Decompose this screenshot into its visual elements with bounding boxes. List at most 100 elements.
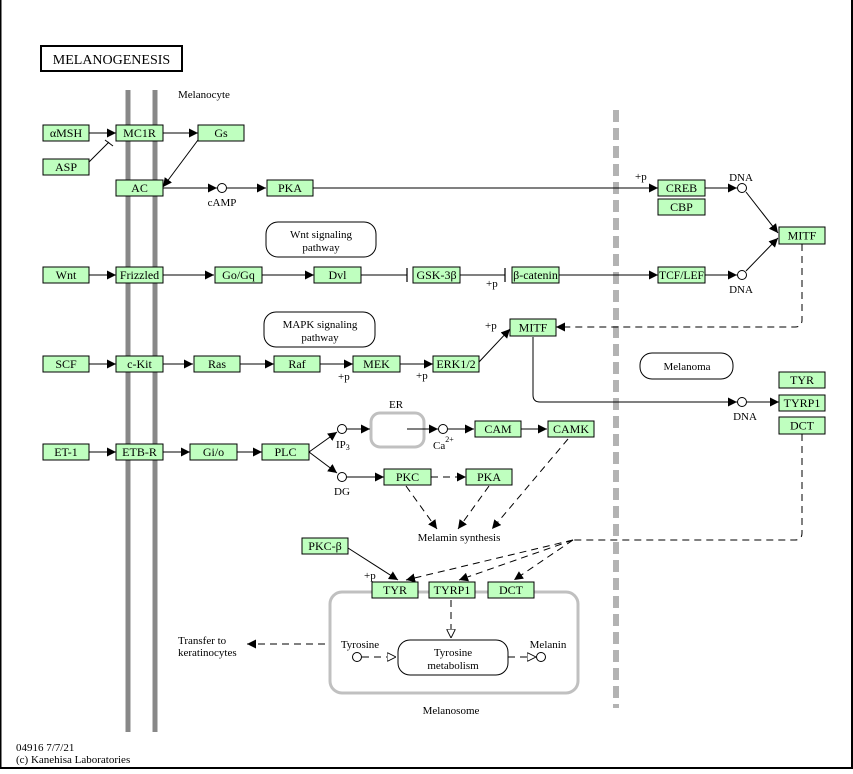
wnt-signaling-pathway-link[interactable]: Wnt signaling pathway	[265, 221, 377, 258]
gene-node-pkcb[interactable]: PKC-β	[301, 537, 349, 555]
gene-node-label: Gs	[214, 126, 228, 140]
gene-node-erk[interactable]: ERK1/2	[432, 355, 480, 373]
gene-node-box	[509, 318, 557, 337]
gene-node-mitf[interactable]: MITF	[509, 318, 557, 337]
gene-node-label: MITF	[519, 321, 548, 335]
edge-gs-ac	[162, 139, 199, 188]
gene-node-dct[interactable]: DCT	[487, 581, 535, 599]
edge-pkc-melanin-synthesis	[405, 485, 438, 530]
gene-node-label: GSK-3β	[416, 268, 456, 282]
gene-node-label: β-catenin	[513, 268, 558, 282]
gene-node-label: TYRP1	[434, 583, 471, 597]
gene-node-camk[interactable]: CAMK	[547, 420, 595, 438]
gene-node-etbr[interactable]: ETB-R	[115, 443, 164, 461]
ca-compound[interactable]	[438, 424, 448, 434]
gene-node-bcatenin[interactable]: β-catenin	[511, 266, 560, 284]
gene-node-label: ETB-R	[122, 445, 157, 459]
gene-node-raf[interactable]: Raf	[273, 355, 321, 373]
tyrosine-metabolism-link[interactable]: Tyrosine metabolism	[397, 639, 509, 676]
gene-node-label: TCF/LEF	[659, 268, 704, 282]
gene-node-frizzled[interactable]: Frizzled	[115, 266, 164, 284]
gene-node-pka1[interactable]: PKA	[266, 179, 314, 197]
gene-node-scf[interactable]: SCF	[42, 355, 90, 373]
edge-pkcb-tyr	[347, 547, 399, 581]
gene-node-plc[interactable]: PLC	[261, 443, 310, 461]
gene-node-tcflef[interactable]: TCF/LEF	[657, 266, 706, 284]
gene-node-tyr[interactable]: TYR	[371, 581, 419, 599]
gene-node-tyr-r[interactable]: TYR	[778, 371, 826, 389]
wnt-pathway-line1: Wnt signaling	[290, 229, 353, 241]
gene-node-mc1r[interactable]: MC1R	[115, 124, 164, 142]
gene-node-ras[interactable]: Ras	[193, 355, 241, 373]
edge-to-tyrp1	[458, 539, 574, 582]
melanoma-pathway-link[interactable]: Melanoma	[639, 352, 734, 380]
gene-node-label: Go/Gq	[222, 268, 255, 282]
gene-node-gsk3b[interactable]: GSK-3β	[412, 266, 461, 284]
ip3-compound[interactable]	[337, 424, 347, 434]
gene-node-creb[interactable]: CREB	[657, 179, 706, 197]
edge-plc-dg	[308, 451, 338, 474]
edge-mitf-nuc-feedback	[556, 244, 803, 332]
plus-p-erk: +p	[416, 370, 428, 382]
gene-node-label: Ras	[208, 357, 226, 371]
gene-node-amsh[interactable]: αMSH	[42, 124, 90, 142]
gene-node-cam[interactable]: CAM	[474, 420, 522, 438]
gene-node-asp[interactable]: ASP	[42, 158, 90, 176]
dna-compound-mitf[interactable]	[737, 397, 747, 407]
gene-node-cbp[interactable]: CBP	[657, 198, 706, 216]
gene-node-label: MEK	[363, 357, 390, 371]
gene-node-gogq[interactable]: Go/Gq	[214, 266, 263, 284]
gene-node-gio[interactable]: Gi/o	[189, 443, 238, 461]
gene-node-box	[189, 443, 238, 461]
edge-to-dct	[513, 539, 574, 581]
gene-node-label: MC1R	[123, 126, 156, 140]
gene-node-box	[487, 581, 535, 599]
gene-node-box	[42, 355, 90, 373]
gene-node-ac[interactable]: AC	[115, 179, 164, 197]
gene-node-label: PKA	[477, 470, 501, 484]
plus-p-mek: +p	[338, 371, 350, 383]
gene-node-box	[214, 266, 263, 284]
dna-compound-tcf[interactable]	[737, 270, 747, 280]
gene-node-wnt[interactable]: Wnt	[42, 266, 90, 284]
melanin-compound[interactable]	[536, 652, 546, 662]
gene-node-label: Dvl	[329, 268, 348, 282]
melanin-label: Melanin	[530, 639, 567, 651]
edge-camk-melanin-synthesis	[491, 438, 569, 530]
camp-compound[interactable]	[217, 183, 227, 193]
gene-node-box	[383, 468, 432, 486]
tyrosine-compound[interactable]	[352, 652, 362, 662]
melanosome-label: Melanosome	[423, 705, 480, 717]
gene-node-dvl[interactable]: Dvl	[313, 266, 362, 284]
edge-dna-mitf-bottom	[745, 237, 779, 272]
gene-node-label: Frizzled	[120, 268, 159, 282]
mapk-pathway-line2: pathway	[301, 332, 339, 344]
gene-node-pkc[interactable]: PKC	[383, 468, 432, 486]
gene-node-label: PKC	[396, 470, 419, 484]
gene-node-gs[interactable]: Gs	[197, 124, 245, 142]
gene-node-box	[778, 226, 826, 245]
gene-node-box	[115, 355, 164, 373]
gene-node-mek[interactable]: MEK	[352, 355, 401, 373]
gene-node-label: CAM	[484, 422, 512, 436]
gene-node-box	[197, 124, 245, 142]
edge-plc-ip3	[308, 431, 338, 453]
map-id-date: 04916 7/7/21	[16, 742, 74, 754]
dg-compound[interactable]	[337, 472, 347, 482]
edge-erk-mitf	[478, 328, 511, 363]
gene-node-dct-r[interactable]: DCT	[778, 416, 826, 435]
mapk-signaling-pathway-link[interactable]: MAPK signaling pathway	[263, 311, 376, 348]
dna-compound-creb[interactable]	[737, 183, 747, 193]
gene-node-box	[657, 179, 706, 197]
gene-node-tyrp1[interactable]: TYRP1	[428, 581, 476, 599]
gene-node-et1[interactable]: ET-1	[42, 443, 90, 461]
gene-node-label: Gi/o	[203, 445, 224, 459]
dna-label-creb: DNA	[729, 172, 753, 184]
gene-node-mitf-nuc[interactable]: MITF	[778, 226, 826, 245]
gene-node-ckit[interactable]: c-Kit	[115, 355, 164, 373]
map-title[interactable]: MELANOGENESIS	[40, 45, 183, 72]
gene-node-tyrp1-r[interactable]: TYRP1	[778, 394, 826, 412]
gene-node-box	[42, 443, 90, 461]
gene-node-pka2[interactable]: PKA	[465, 468, 513, 486]
gene-node-box	[115, 443, 164, 461]
